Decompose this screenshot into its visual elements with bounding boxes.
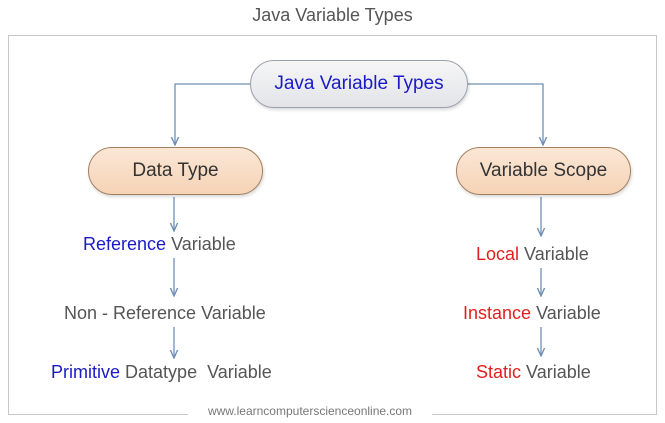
static-variable-item: Static Variable [476, 362, 591, 383]
local-variable-item: Local Variable [476, 244, 589, 265]
connector-root-to-data-type [175, 83, 250, 145]
data-type-node: Data Type [88, 147, 263, 195]
variable-scope-node: Variable Scope [456, 147, 631, 195]
non-reference-variable-item: Non - Reference Variable [64, 303, 266, 324]
item-text: Variable [526, 362, 591, 382]
root-node: Java Variable Types [250, 60, 468, 108]
reference-variable-item: Reference Variable [83, 234, 236, 255]
page-title: Java Variable Types [252, 5, 413, 25]
item-highlight: Reference [83, 234, 167, 254]
item-highlight: Primitive [51, 362, 121, 382]
item-text: Variable [524, 244, 589, 264]
item-text: Datatype Variable [125, 362, 272, 382]
footer-url: www.learncomputerscienceonline.com [188, 403, 432, 419]
item-text: Variable [536, 303, 601, 323]
item-text: Non - Reference Variable [64, 303, 266, 323]
instance-variable-item: Instance Variable [463, 303, 601, 324]
item-highlight: Instance [463, 303, 532, 323]
item-highlight: Static [476, 362, 522, 382]
item-highlight: Local [476, 244, 520, 264]
connector-root-to-variable-scope [468, 83, 543, 145]
primitive-datatype-variable-item: Primitive Datatype Variable [51, 362, 272, 383]
item-text: Variable [171, 234, 236, 254]
